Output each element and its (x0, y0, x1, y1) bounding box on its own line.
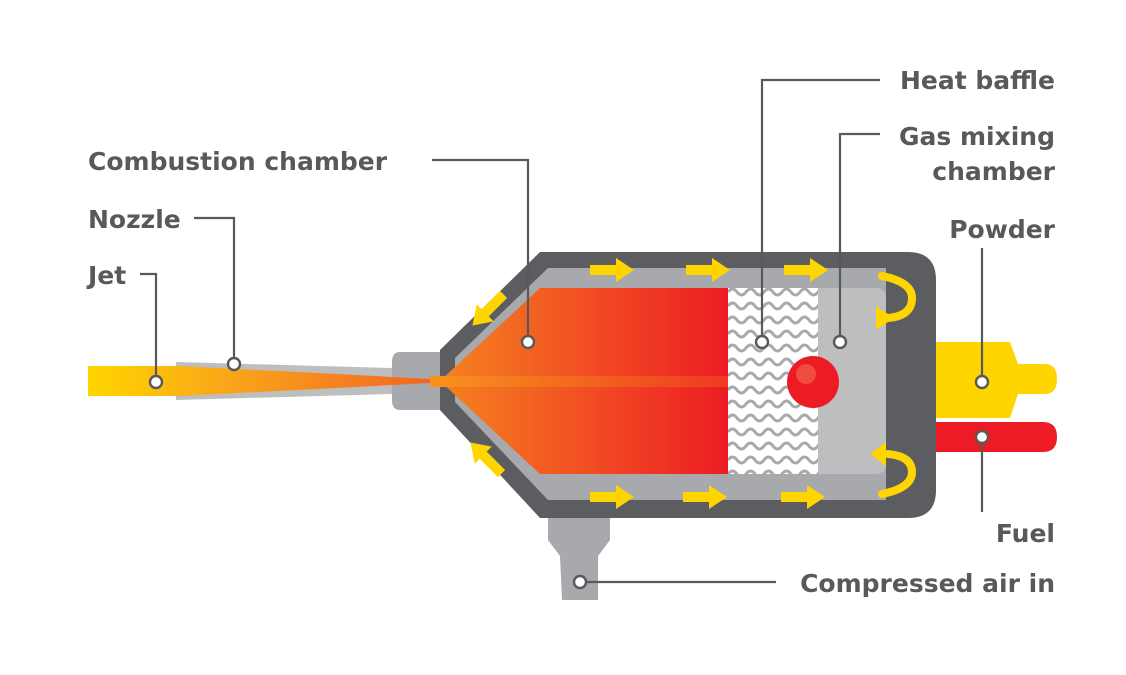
dot-powder (974, 374, 990, 390)
flow-arrow (590, 258, 634, 282)
baffle-wave (728, 399, 818, 409)
compressed-air-inlet (548, 498, 610, 600)
label-gas-mixing-line2: chamber (932, 157, 1055, 186)
label-heat-baffle: Heat baffle (900, 66, 1055, 95)
dot-fuel (974, 429, 990, 445)
label-fuel: Fuel (996, 519, 1055, 548)
baffle-wave (728, 441, 818, 451)
baffle-wave (728, 385, 818, 395)
flow-arrow (683, 485, 727, 509)
label-powder: Powder (949, 215, 1055, 244)
flow-arrow (590, 485, 634, 509)
flow-arrow (686, 258, 730, 282)
u-turn-arrow-bottom (870, 442, 917, 498)
baffle-wave (728, 288, 818, 297)
baffle-wave (728, 301, 818, 311)
baffle-wave (728, 343, 818, 353)
label-gas-mixing-line1: Gas mixing (899, 122, 1055, 151)
baffle-wave (728, 371, 818, 381)
dot-combustion (520, 334, 536, 350)
leader-dots (148, 334, 990, 590)
gas-mixing-chamber (818, 288, 886, 474)
label-compressed-air: Compressed air in (800, 569, 1055, 598)
dot-heat-baffle (754, 334, 770, 350)
flow-arrow (781, 485, 825, 509)
dot-compressed-air (572, 574, 588, 590)
labels: Heat baffle Gas mixing chamber Combustio… (86, 66, 1056, 598)
baffle-wave (728, 357, 818, 367)
flow-arrow (472, 290, 508, 326)
flow-arrow (784, 258, 828, 282)
leader-lines (140, 78, 984, 584)
mixing-ball (787, 356, 839, 408)
dot-jet (148, 374, 164, 390)
label-combustion-chamber: Combustion chamber (88, 147, 388, 176)
label-jet: Jet (86, 261, 126, 290)
baffle-wave (728, 329, 818, 339)
u-turn-arrow-top (876, 272, 917, 330)
baffle-wave (728, 413, 818, 423)
baffle-wave (728, 455, 818, 465)
baffle-wave (728, 427, 818, 437)
flow-arrows (470, 258, 828, 509)
dot-gas-mixing (832, 334, 848, 350)
jet-stream (88, 366, 825, 396)
flow-arrow (470, 442, 506, 478)
dot-nozzle (226, 356, 242, 372)
baffle-wave (728, 315, 818, 325)
label-nozzle: Nozzle (88, 205, 181, 234)
